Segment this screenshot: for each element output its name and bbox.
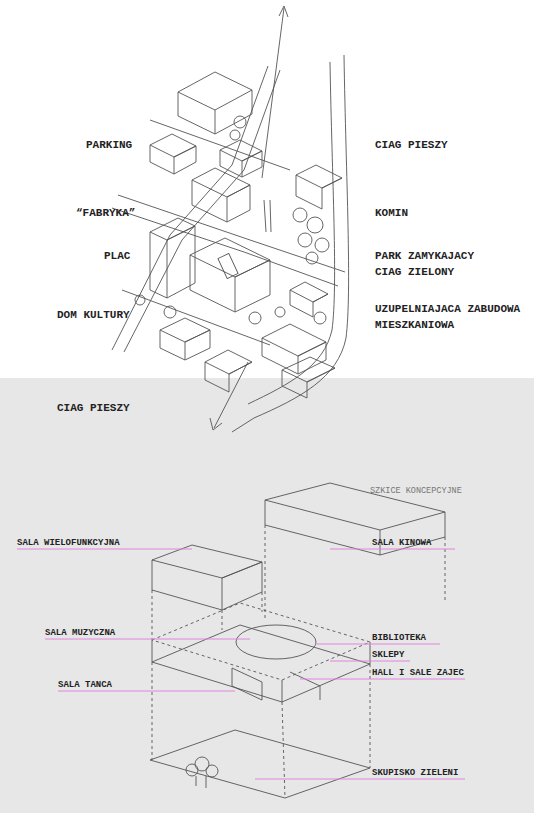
site-label: UZUPELNIAJACA ZABUDOWA MIESZKANIOWA xyxy=(375,302,534,334)
program-label: SALA WIELOFUNKCYJNA xyxy=(17,537,120,550)
grey-band xyxy=(0,378,534,813)
program-label: BIBLIOTEKA xyxy=(372,632,426,645)
sketch-note: SZKICE KONCEPCYJNE xyxy=(370,485,462,497)
program-label: HALL I SALE ZAJEC xyxy=(372,667,464,680)
site-label: CIAG PIESZY xyxy=(375,138,448,154)
program-label: SALA MUZYCZNA xyxy=(45,627,115,640)
site-label: KOMIN xyxy=(375,206,408,222)
leader-lines xyxy=(17,549,465,779)
program-label: SKUPISKO ZIELENI xyxy=(372,767,458,780)
site-label: DOM KULTURY xyxy=(57,308,130,324)
site-label: CIAG PIESZY xyxy=(57,401,130,417)
program-label: SALA KINOWA xyxy=(372,537,431,550)
program-label: SALA TANCA xyxy=(58,679,112,692)
site-label: PLAC xyxy=(104,249,130,265)
program-label: SKLEPY xyxy=(372,649,404,662)
site-label: PARK ZAMYKAJACY CIAG ZIELONY xyxy=(375,249,490,281)
site-label: “FABRYKA” xyxy=(76,206,135,222)
site-label: PARKING xyxy=(86,138,132,154)
